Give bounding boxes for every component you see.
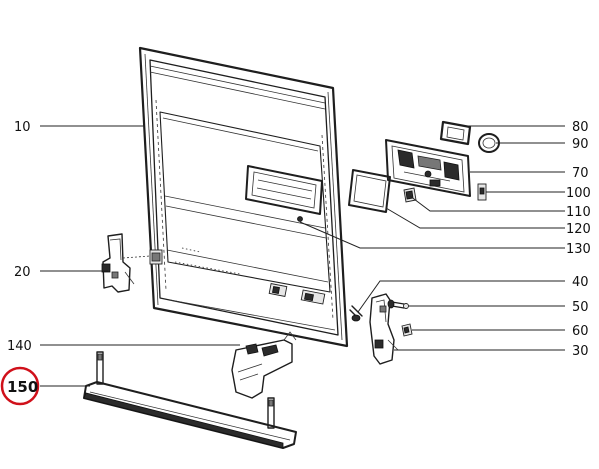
- screw-part-40: [349, 305, 363, 322]
- highlight-circle: [0, 366, 40, 406]
- label-90: 90: [572, 137, 589, 152]
- leader-130: [299, 221, 565, 249]
- label-130: 130: [566, 242, 591, 257]
- door-inner-panel: [138, 46, 349, 348]
- label-150: 150: [7, 378, 38, 396]
- label-70: 70: [572, 166, 589, 181]
- label-140: 140: [7, 339, 32, 354]
- label-100: 100: [566, 186, 591, 201]
- gasket-frame-part-80: [439, 120, 472, 146]
- hinge-bracket-left: [101, 233, 151, 293]
- leader-120: [385, 207, 565, 229]
- part-labels: 10 20 140 150 80 90 70 100 110 120 130 4…: [7, 120, 591, 396]
- bolt-part-50: [387, 299, 409, 309]
- label-10: 10: [14, 120, 31, 135]
- clip-part-60: [401, 323, 413, 337]
- label-30: 30: [572, 344, 589, 359]
- label-80: 80: [572, 120, 589, 135]
- bracket-part-110: [403, 187, 417, 203]
- label-40: 40: [572, 275, 589, 290]
- connector-part-100: [477, 183, 487, 201]
- leader-110: [409, 195, 565, 212]
- hinge-bracket-right: [369, 293, 399, 365]
- bottom-rail: [83, 351, 297, 449]
- lower-support-bracket: [231, 331, 297, 399]
- label-50: 50: [572, 300, 589, 315]
- label-110: 110: [566, 205, 591, 220]
- label-20: 20: [14, 265, 31, 280]
- leader-40: [357, 280, 565, 313]
- leader-lines: [40, 125, 565, 387]
- cover-plate-part-120: [348, 169, 391, 213]
- control-housing: [385, 139, 471, 197]
- label-60: 60: [572, 324, 589, 339]
- label-120: 120: [566, 222, 591, 237]
